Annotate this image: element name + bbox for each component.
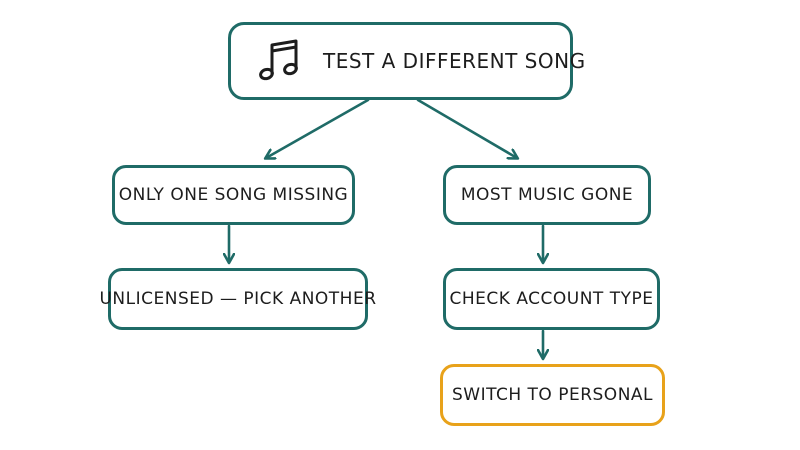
node-label: SWITCH TO PERSONAL xyxy=(451,385,654,405)
node-label: UNLICENSED — PICK ANOTHER xyxy=(99,289,377,309)
node-label: TEST A DIFFERENT SONG xyxy=(323,49,586,73)
connector-root-to-right xyxy=(416,98,517,158)
node-label: ONLY ONE SONG MISSING xyxy=(118,185,349,205)
node-only-one-song-missing: ONLY ONE SONG MISSING xyxy=(112,165,355,225)
music-notes-icon xyxy=(259,39,298,81)
node-switch-to-personal: SWITCH TO PERSONAL xyxy=(440,364,665,426)
node-label: MOST MUSIC GONE xyxy=(460,185,634,205)
node-test-different-song: TEST A DIFFERENT SONG xyxy=(228,22,585,100)
node-label: CHECK ACCOUNT TYPE xyxy=(449,289,654,309)
node-unlicensed-pick-another: UNLICENSED — PICK ANOTHER xyxy=(99,268,376,330)
node-most-music-gone: MOST MUSIC GONE xyxy=(443,165,651,225)
node-check-account-type: CHECK ACCOUNT TYPE xyxy=(443,268,660,330)
connector-root-to-left xyxy=(266,98,370,158)
